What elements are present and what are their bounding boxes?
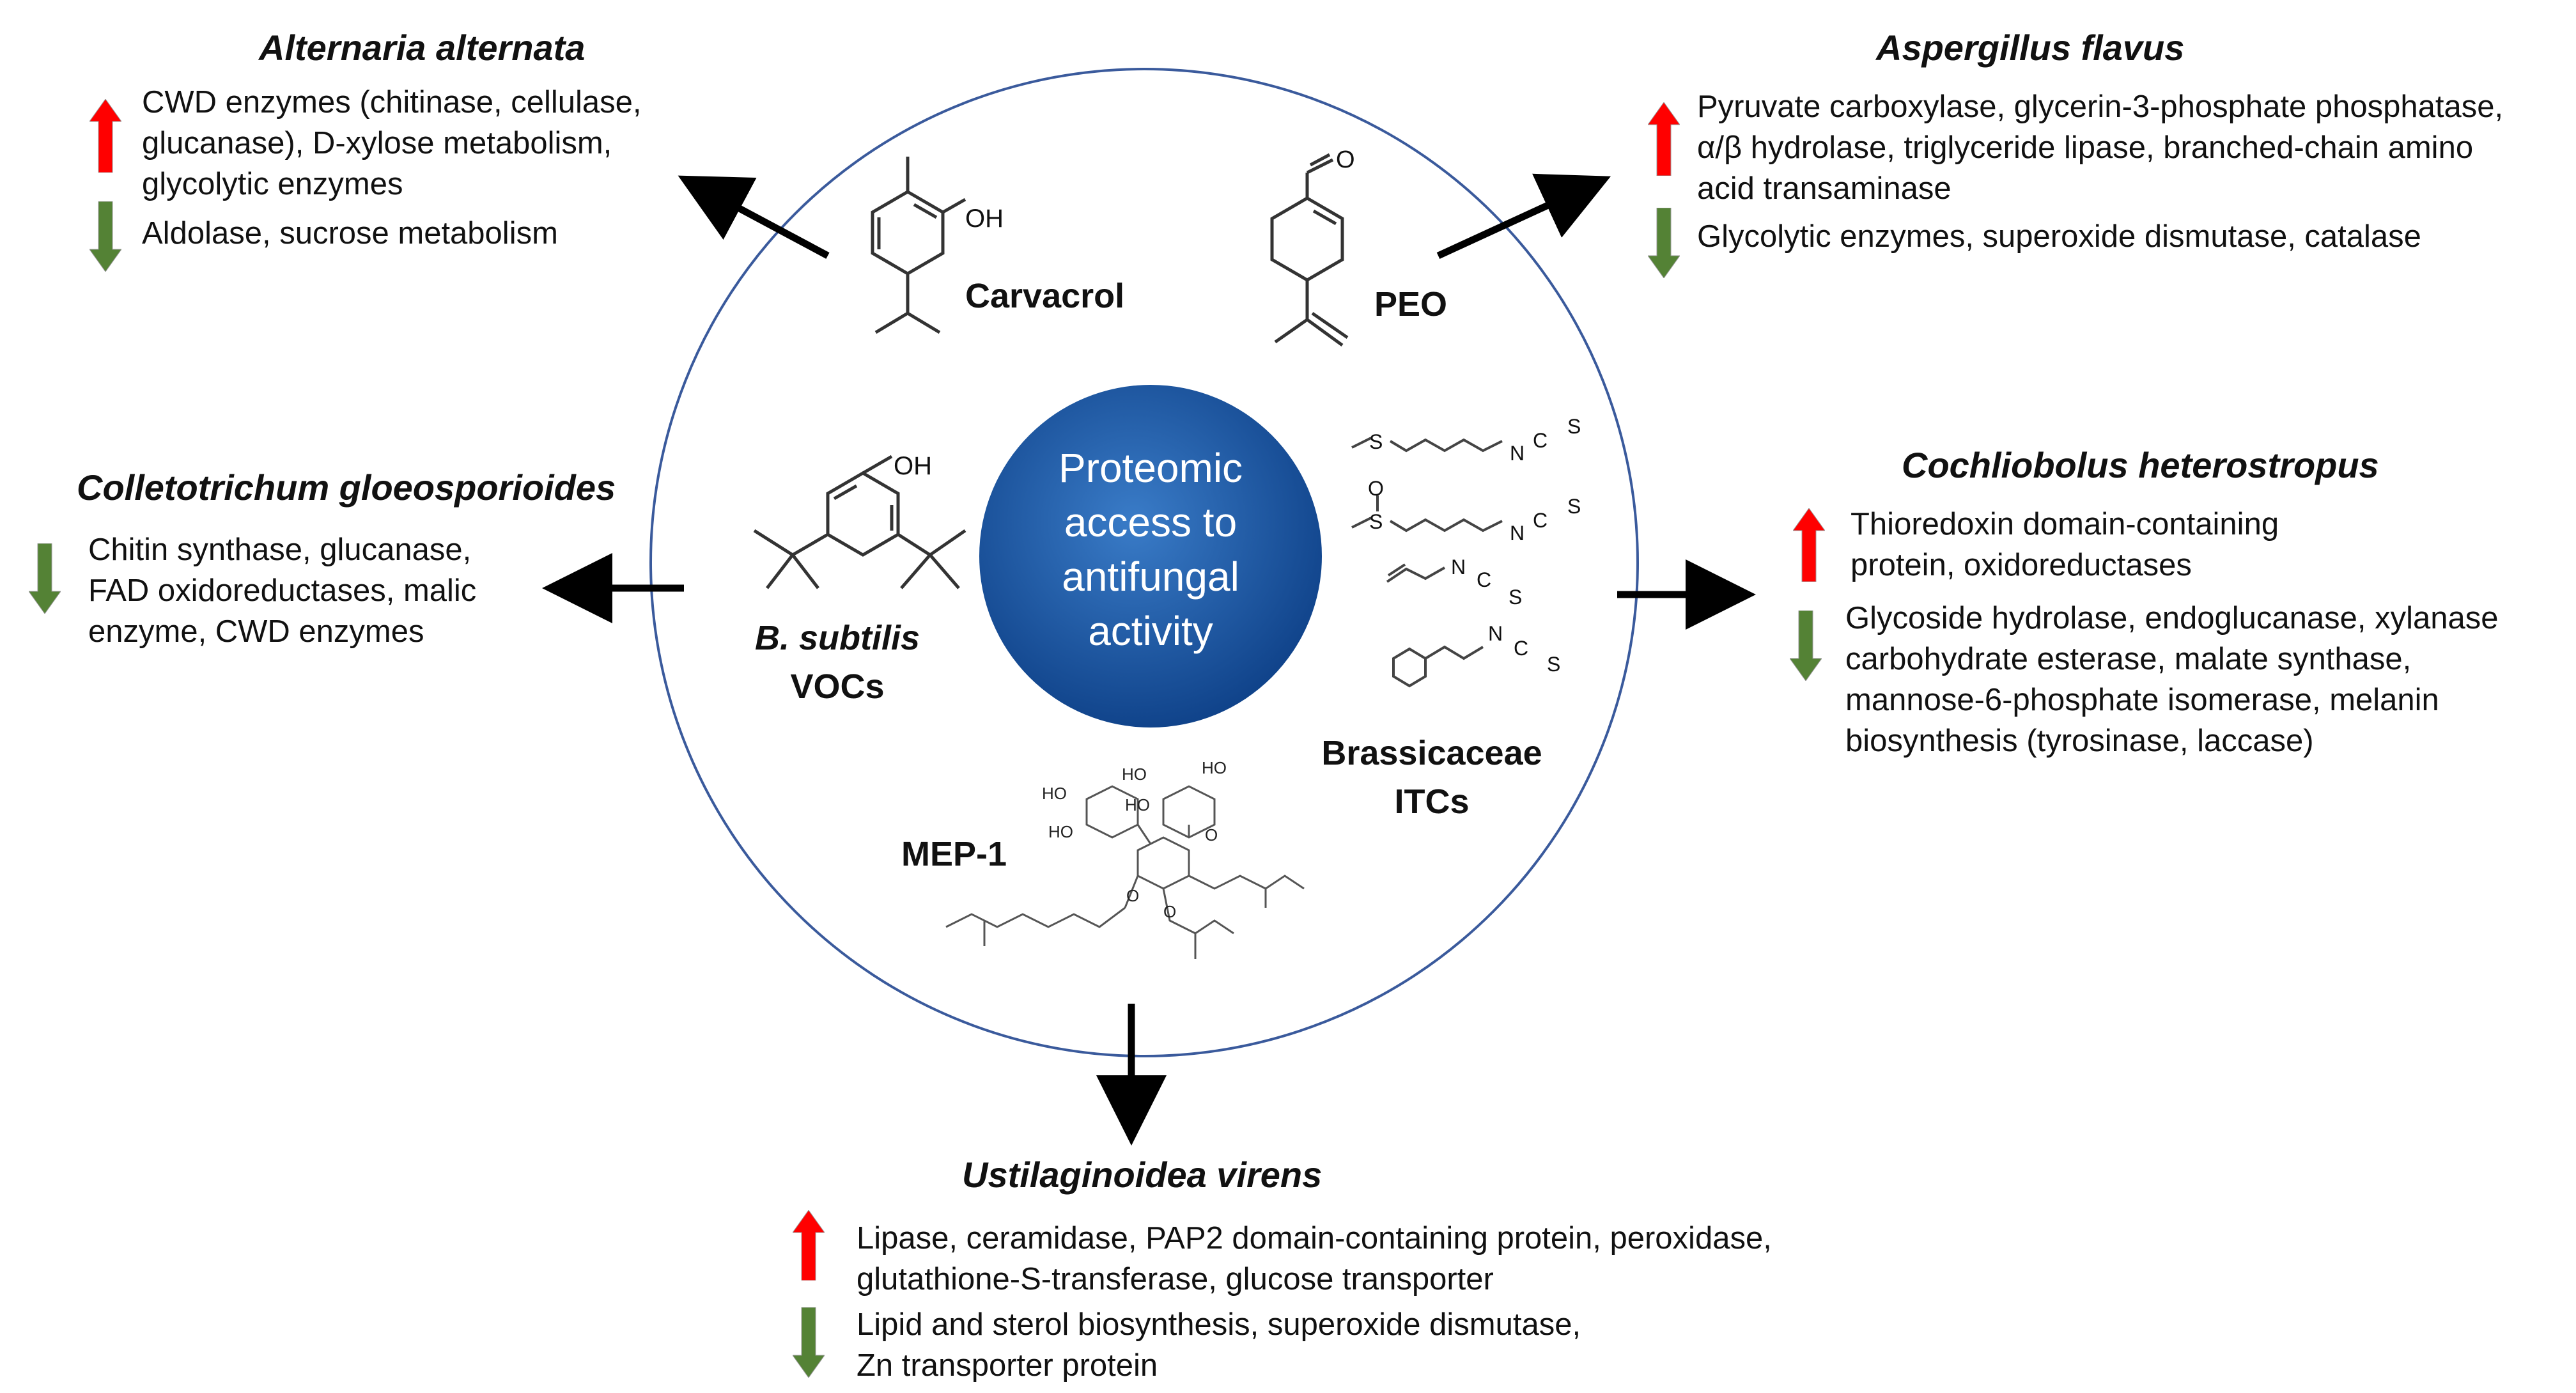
arrow-to-alternaria [678, 175, 830, 259]
aspergillus-up-arrow-icon [1648, 102, 1680, 176]
svg-text:HO: HO [1042, 784, 1067, 803]
itc-label-line2: ITCs [1394, 782, 1470, 821]
svg-text:N: N [1510, 442, 1525, 465]
bsubtilis-vocs: VOCs [790, 667, 885, 706]
itc-atom-labels: S N C S O S N C S N C S N C S [1368, 415, 1581, 676]
peo-structure [1270, 153, 1349, 347]
mep1-label: MEP-1 [901, 835, 1007, 873]
svg-text:N: N [1488, 622, 1503, 645]
svg-text:S: S [1547, 653, 1560, 676]
itc-structures [1351, 437, 1503, 688]
ustilaginoidea-down-arrow-icon [793, 1307, 825, 1378]
colletotrichum-title: Colletotrichum gloeosporioides [77, 467, 616, 508]
aspergillus-down-arrow-icon [1648, 208, 1680, 278]
cochliobolus-down-text: Glycoside hydrolase, endoglucanase, xyla… [1845, 601, 2499, 758]
ustilaginoidea-title: Ustilaginoidea virens [962, 1155, 1323, 1195]
peo-o-label: O [1336, 146, 1355, 173]
cochliobolus-title: Cochliobolus heterostropus [1902, 445, 2379, 485]
svg-text:HO: HO [1122, 765, 1147, 784]
center-label: Proteomic access to antifungal activity [1058, 445, 1243, 654]
svg-text:S: S [1369, 510, 1383, 533]
center-circle [979, 385, 1322, 728]
ustilaginoidea-up-arrow-icon [793, 1210, 825, 1280]
bsubtilis-structure [753, 455, 966, 589]
svg-text:O: O [1126, 886, 1139, 905]
svg-text:C: C [1533, 429, 1548, 452]
carvacrol-oh-label: OH [965, 205, 1004, 233]
bsubtilis-oh-label: OH [894, 452, 932, 480]
alternaria-down-arrow-icon [89, 201, 121, 272]
carvacrol-label: Carvacrol [965, 277, 1125, 315]
svg-text:HO: HO [1125, 795, 1150, 814]
alternaria-up-text: CWD enzymes (chitinase, cellulase, gluca… [142, 85, 642, 201]
svg-text:HO: HO [1048, 822, 1073, 841]
alternaria-up-arrow-icon [89, 99, 121, 173]
ustilaginoidea-down-text: Lipid and sterol biosynthesis, superoxid… [857, 1307, 1581, 1383]
peo-label: PEO [1374, 285, 1448, 323]
svg-text:O: O [1368, 477, 1384, 500]
alternaria-title: Alternaria alternata [259, 27, 586, 68]
svg-text:S: S [1567, 415, 1581, 438]
mep1-structure [945, 785, 1305, 959]
aspergillus-down-text: Glycolytic enzymes, superoxide dismutase… [1697, 219, 2421, 254]
svg-text:N: N [1451, 556, 1466, 579]
ustilaginoidea-up-text: Lipase, ceramidase, PAP2 domain-containi… [857, 1221, 1772, 1296]
cochliobolus-down-arrow-icon [1790, 611, 1822, 681]
itc-label-line1: Brassicaceae [1321, 734, 1542, 772]
svg-text:N: N [1510, 522, 1525, 545]
outer-ring [649, 68, 1639, 1057]
aspergillus-title: Aspergillus flavus [1876, 27, 2185, 68]
carvacrol-structure [871, 157, 966, 334]
svg-text:S: S [1369, 430, 1383, 453]
alternaria-down-text: Aldolase, sucrose metabolism [142, 216, 558, 251]
bsubtilis-label: B. subtilis VOCs [741, 614, 933, 711]
mep1-atom-labels: HO HO HO HO HO O O O [1042, 758, 1227, 921]
svg-text:O: O [1205, 825, 1218, 844]
svg-text:C: C [1514, 637, 1528, 660]
colletotrichum-down-text: Chitin synthase, glucanase, FAD oxidored… [88, 533, 477, 649]
cochliobolus-up-arrow-icon [1793, 508, 1825, 582]
svg-text:S: S [1509, 586, 1522, 609]
svg-text:C: C [1477, 568, 1491, 591]
arrow-to-aspergillus [1436, 173, 1611, 259]
svg-text:S: S [1567, 495, 1581, 518]
svg-text:HO: HO [1202, 758, 1227, 777]
svg-text:C: C [1533, 509, 1548, 532]
cochliobolus-up-text: Thioredoxin domain-containing protein, o… [1851, 507, 2279, 582]
bsubtilis-species: B. subtilis [754, 619, 920, 657]
svg-text:O: O [1163, 902, 1176, 921]
colletotrichum-down-arrow-icon [29, 543, 61, 614]
itc-label: Brassicaceae ITCs [1317, 729, 1547, 826]
aspergillus-up-text: Pyruvate carboxylase, glycerin-3-phospha… [1697, 89, 2504, 206]
